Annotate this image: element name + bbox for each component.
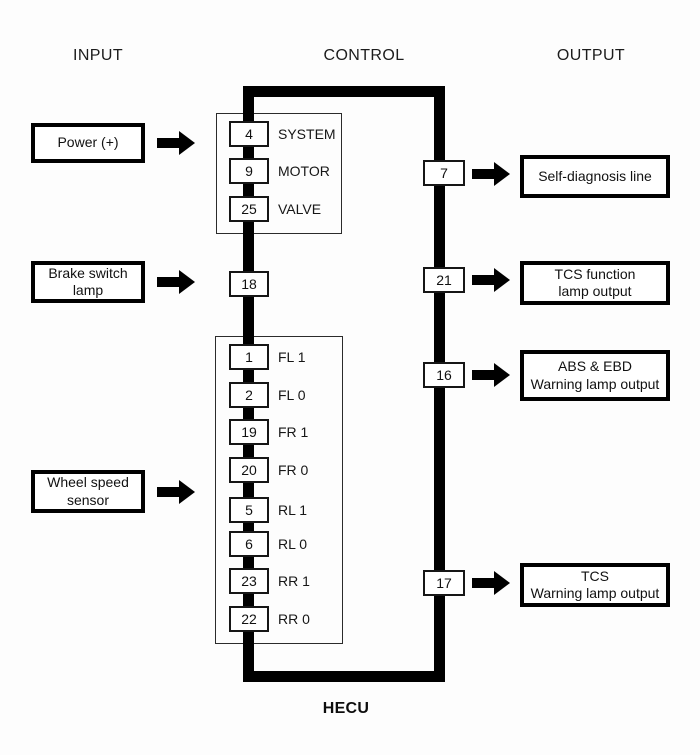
pin-box-20: 20 <box>229 457 269 483</box>
arrow-head <box>494 268 510 292</box>
hecu-wire-top <box>243 86 445 97</box>
pin-box-17: 17 <box>423 570 465 596</box>
arrow-shaft <box>157 138 180 148</box>
pin-20-label: FR 0 <box>278 462 309 478</box>
section-title-control: CONTROL <box>323 47 405 64</box>
arrow-head <box>494 162 510 186</box>
pin-group-box-power <box>216 113 342 234</box>
arrow-head <box>179 131 195 155</box>
output-box-abs-ebd: ABS & EBD Warning lamp output <box>520 350 670 401</box>
arrow-shaft <box>472 578 495 588</box>
pin-6-label: RL 0 <box>278 536 308 552</box>
abs-ebd-output-arrow-icon <box>472 363 510 387</box>
section-title-output: OUTPUT <box>556 47 626 64</box>
pin-box-19: 19 <box>229 419 269 445</box>
pin-4-label: SYSTEM <box>278 126 336 142</box>
pin-19-label: FR 1 <box>278 424 309 440</box>
pin-5-label: RL 1 <box>278 502 308 518</box>
pin-box-16: 16 <box>423 362 465 388</box>
pin-box-25: 25 <box>229 196 269 222</box>
pin-box-7: 7 <box>423 160 465 186</box>
pin-25-label: VALVE <box>278 201 322 217</box>
arrow-head <box>179 480 195 504</box>
pin-box-2: 2 <box>229 382 269 408</box>
pin-22-label: RR 0 <box>278 611 310 627</box>
arrow-shaft <box>157 277 180 287</box>
arrow-shaft <box>472 169 495 179</box>
arrow-shaft <box>157 487 180 497</box>
arrow-head <box>494 363 510 387</box>
pin-group-box-wheel-sensor <box>215 336 343 644</box>
pin-1-label: FL 1 <box>278 349 306 365</box>
arrow-head <box>494 571 510 595</box>
arrow-shaft <box>472 275 495 285</box>
output-box-tcs-warning: TCS Warning lamp output <box>520 563 670 607</box>
arrow-shaft <box>472 370 495 380</box>
output-box-self-diagnosis: Self-diagnosis line <box>520 155 670 198</box>
brake-switch-input-arrow-icon <box>157 270 195 294</box>
pin-box-4: 4 <box>229 121 269 147</box>
pin-box-9: 9 <box>229 158 269 184</box>
pin-box-1: 1 <box>229 344 269 370</box>
input-box-wheel-speed-sensor: Wheel speed sensor <box>31 470 145 513</box>
pin-9-label: MOTOR <box>278 163 330 179</box>
pin-box-18: 18 <box>229 271 269 297</box>
pin-2-label: FL 0 <box>278 387 306 403</box>
pin-23-label: RR 1 <box>278 573 310 589</box>
pin-box-5: 5 <box>229 497 269 523</box>
tcs-function-output-arrow-icon <box>472 268 510 292</box>
output-box-tcs-function: TCS function lamp output <box>520 261 670 305</box>
pin-box-23: 23 <box>229 568 269 594</box>
self-diagnosis-output-arrow-icon <box>472 162 510 186</box>
pin-box-22: 22 <box>229 606 269 632</box>
hecu-wire-bottom <box>243 671 445 682</box>
pin-box-6: 6 <box>229 531 269 557</box>
section-title-input: INPUT <box>73 47 123 64</box>
hecu-label: HECU <box>322 700 370 717</box>
tcs-warning-output-arrow-icon <box>472 571 510 595</box>
power-input-arrow-icon <box>157 131 195 155</box>
arrow-head <box>179 270 195 294</box>
input-box-power: Power (+) <box>31 123 145 163</box>
input-box-brake-switch-lamp: Brake switch lamp <box>31 261 145 303</box>
pin-box-21: 21 <box>423 267 465 293</box>
wheel-speed-input-arrow-icon <box>157 480 195 504</box>
